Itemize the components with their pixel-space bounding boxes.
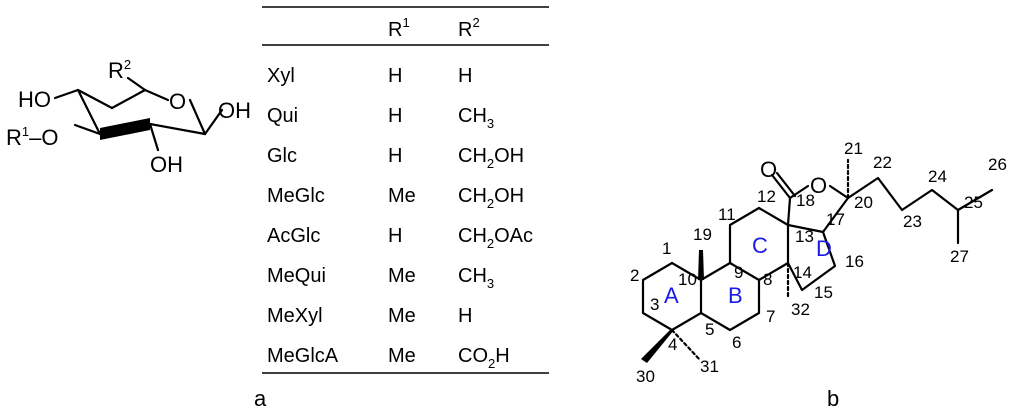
atom-number-19: 19 — [693, 225, 712, 244]
sugar-ho-left: HO — [18, 87, 51, 112]
atom-number-17: 17 — [826, 210, 845, 229]
atom-number-9: 9 — [734, 263, 743, 282]
atom-number-4: 4 — [668, 335, 677, 354]
table-row: MeGlc Me CH2OH — [267, 185, 524, 211]
cell-r1: H — [388, 65, 402, 87]
atom-number-8: 8 — [763, 270, 772, 289]
cell-sugar-name: MeGlc — [267, 185, 325, 207]
cell-r2: CH3 — [458, 265, 494, 291]
cell-sugar-name: MeQui — [267, 265, 326, 287]
sugar-structure: R2 O HO OH OH R1–O — [6, 57, 251, 177]
sugar-r2-label: R2 — [108, 57, 131, 83]
table-row: MeXyl Me H — [267, 305, 472, 327]
atom-number-13: 13 — [795, 227, 814, 246]
cell-r1: H — [388, 105, 402, 127]
atom-number-23: 23 — [903, 212, 922, 231]
atom-number-27: 27 — [950, 247, 969, 266]
ring-label-d: D — [816, 236, 832, 261]
table-row: AcGlc H CH2OAc — [267, 225, 533, 251]
atom-number-10: 10 — [678, 270, 697, 289]
cell-sugar-name: MeXyl — [267, 305, 323, 327]
atom-number-11: 11 — [718, 205, 736, 224]
triterpenoid-structure: O O A B C D 1 2 3 4 5 6 7 8 9 10 11 12 1… — [630, 139, 1007, 386]
header-r2: R2 — [458, 15, 480, 41]
carbonyl-oxygen: O — [760, 157, 777, 182]
atom-number-32: 32 — [791, 300, 810, 319]
cell-r1: Me — [388, 185, 416, 207]
cell-r2: H — [458, 65, 472, 87]
cell-r2: CO2H — [458, 345, 510, 371]
sugar-oh-right: OH — [218, 98, 251, 123]
cell-r2: CH2OAc — [458, 225, 533, 251]
table-row: MeGlcA Me CO2H — [267, 345, 510, 371]
atom-number-6: 6 — [732, 333, 741, 352]
panel-b-label: b — [827, 386, 839, 411]
cell-sugar-name: Glc — [267, 145, 297, 167]
atom-number-3: 3 — [650, 295, 659, 314]
atom-number-26: 26 — [988, 155, 1007, 174]
atom-number-20: 20 — [854, 193, 873, 212]
cell-r2: CH2OH — [458, 185, 524, 211]
atom-number-1: 1 — [662, 239, 671, 258]
atom-number-14: 14 — [793, 263, 812, 282]
ring-label-a: A — [664, 283, 679, 308]
table-row: Glc H CH2OH — [267, 145, 524, 171]
cell-r2: H — [458, 305, 472, 327]
cell-r1: H — [388, 225, 402, 247]
atom-number-30: 30 — [636, 367, 655, 386]
atom-number-18: 18 — [796, 191, 815, 210]
table-row: MeQui Me CH3 — [267, 265, 494, 291]
atom-number-21: 21 — [844, 139, 863, 158]
cell-sugar-name: AcGlc — [267, 225, 320, 247]
cell-sugar-name: Qui — [267, 105, 298, 127]
ring-label-b: B — [728, 283, 743, 308]
atom-number-31: 31 — [700, 357, 719, 376]
cell-r1: Me — [388, 345, 416, 367]
atom-number-5: 5 — [705, 320, 714, 339]
cell-r2: CH3 — [458, 105, 494, 131]
cell-r2: CH2OH — [458, 145, 524, 171]
cell-r1: H — [388, 145, 402, 167]
cell-r1: Me — [388, 265, 416, 287]
sugar-r1-label: R1–O — [6, 124, 58, 150]
atom-number-7: 7 — [766, 307, 775, 326]
cell-r1: Me — [388, 305, 416, 327]
header-r1: R1 — [388, 15, 410, 41]
atom-number-25: 25 — [964, 193, 983, 212]
lactone-oxygen: O — [810, 173, 827, 198]
atom-number-2: 2 — [630, 266, 639, 285]
sugar-ring-oxygen: O — [169, 89, 186, 114]
atom-number-15: 15 — [814, 283, 833, 302]
atom-number-16: 16 — [845, 252, 864, 271]
sugar-oh-bottom: OH — [150, 152, 183, 177]
atom-number-12: 12 — [757, 187, 776, 206]
atom-number-22: 22 — [873, 153, 892, 172]
cell-sugar-name: MeGlcA — [267, 345, 339, 367]
ring-label-c: C — [752, 233, 768, 258]
table-row: Qui H CH3 — [267, 105, 494, 131]
cell-sugar-name: Xyl — [267, 65, 295, 87]
panel-a-label: a — [254, 386, 267, 411]
table-row: Xyl H H — [267, 65, 472, 87]
atom-number-24: 24 — [928, 167, 947, 186]
